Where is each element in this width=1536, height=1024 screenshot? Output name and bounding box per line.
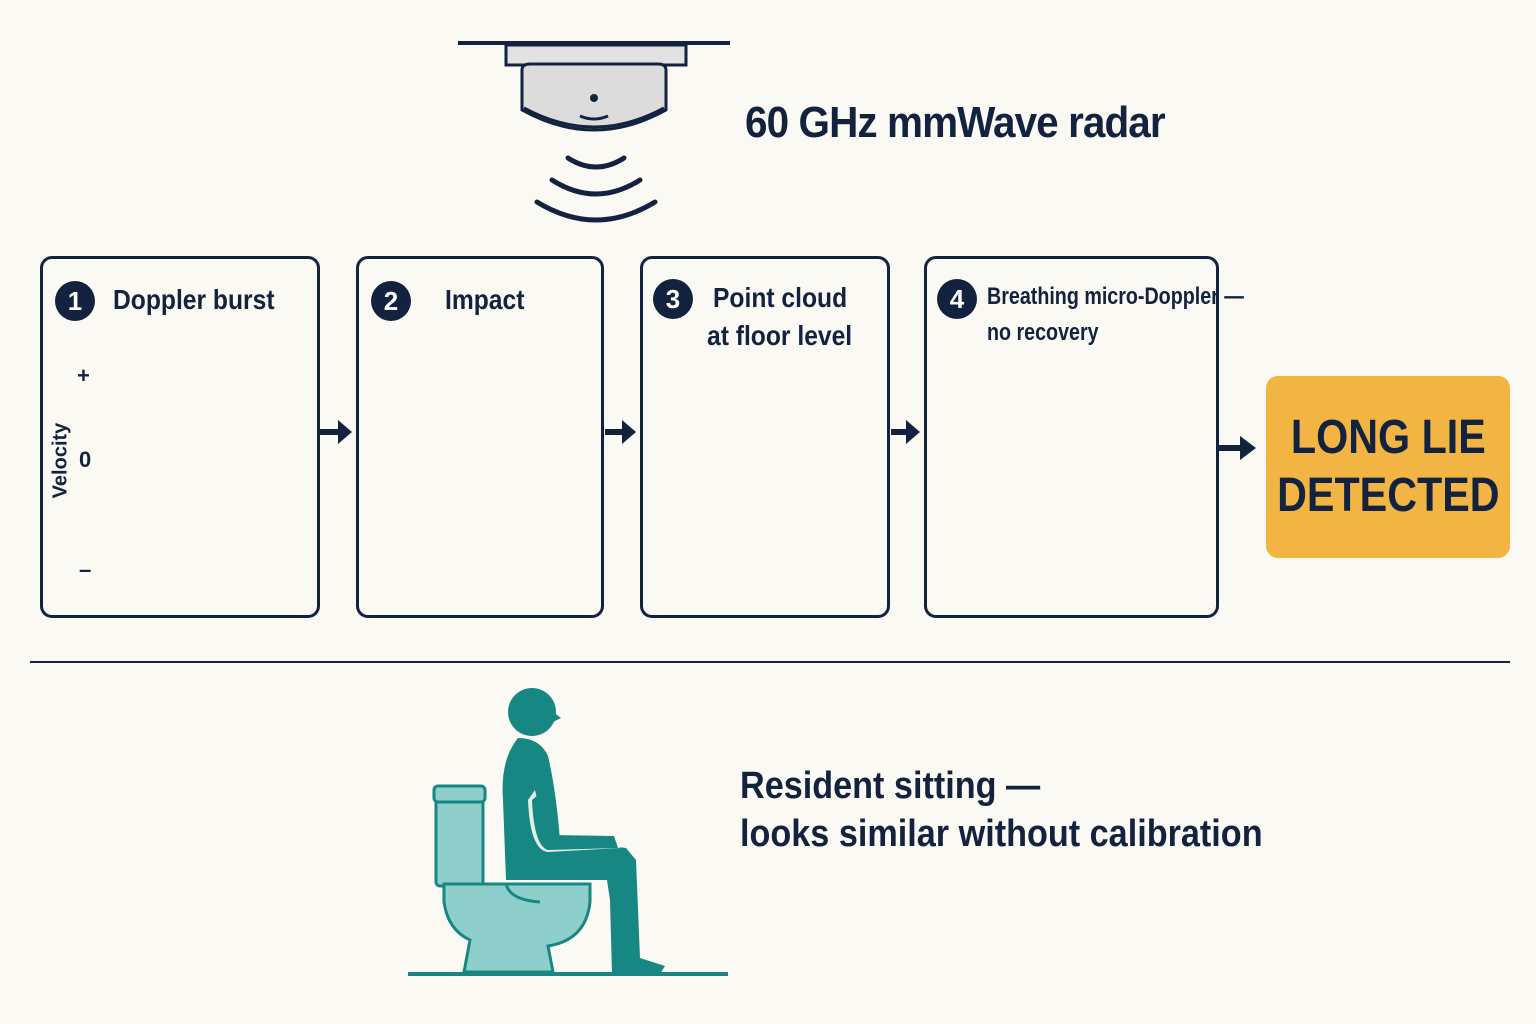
step-label: Impact: [445, 284, 525, 315]
radar-wave-icon: [534, 155, 658, 223]
step-panel-point-cloud: 3 Point cloud at floor level: [640, 256, 890, 618]
step-number-badge: 3: [653, 279, 693, 319]
step-label-line2: at floor level: [707, 320, 853, 351]
result-line2: DETECTED: [1276, 469, 1500, 522]
axis-plus-label: +: [77, 363, 90, 388]
result-line1: LONG LIE: [1290, 411, 1486, 464]
arrow-3-4: [891, 420, 920, 444]
axis-zero-label: 0: [79, 447, 92, 472]
section-divider: [30, 661, 1510, 663]
ceiling-radar-icon: [458, 41, 730, 132]
step-panel-impact: 2 Impact: [356, 256, 604, 618]
step-panel-doppler-burst: 1 Doppler burst + 0 – Velocity: [40, 256, 320, 618]
step-label-line2: no recovery: [987, 319, 1099, 346]
step-number-badge: 4: [937, 279, 977, 319]
long-lie-detected-badge: LONG LIE DETECTED: [1266, 376, 1510, 558]
step-label: Doppler burst: [113, 284, 275, 315]
arrow-4-result: [1219, 436, 1256, 460]
step-number-badge: 2: [371, 281, 411, 321]
flow-arrows: [320, 420, 1256, 460]
radar-title: 60 GHz mmWave radar: [745, 98, 1166, 147]
caveat-line2: looks similar without calibration: [740, 813, 1263, 855]
axis-ylabel: Velocity: [49, 422, 72, 499]
arrow-2-3: [605, 420, 636, 444]
person-sitting-on-toilet-icon: [408, 688, 728, 976]
step-label-line1: Breathing micro-Doppler —: [987, 283, 1244, 310]
step-label-line1: Point cloud: [713, 282, 848, 313]
axis-minus-label: –: [79, 557, 92, 582]
arrow-1-2: [320, 420, 352, 444]
caveat-text: Resident sitting — looks similar without…: [740, 762, 1263, 858]
step-number-badge: 1: [55, 281, 95, 321]
step-panel-breathing: 4 Breathing micro-Doppler — no recovery: [924, 256, 1244, 618]
caveat-line1: Resident sitting —: [740, 765, 1041, 807]
